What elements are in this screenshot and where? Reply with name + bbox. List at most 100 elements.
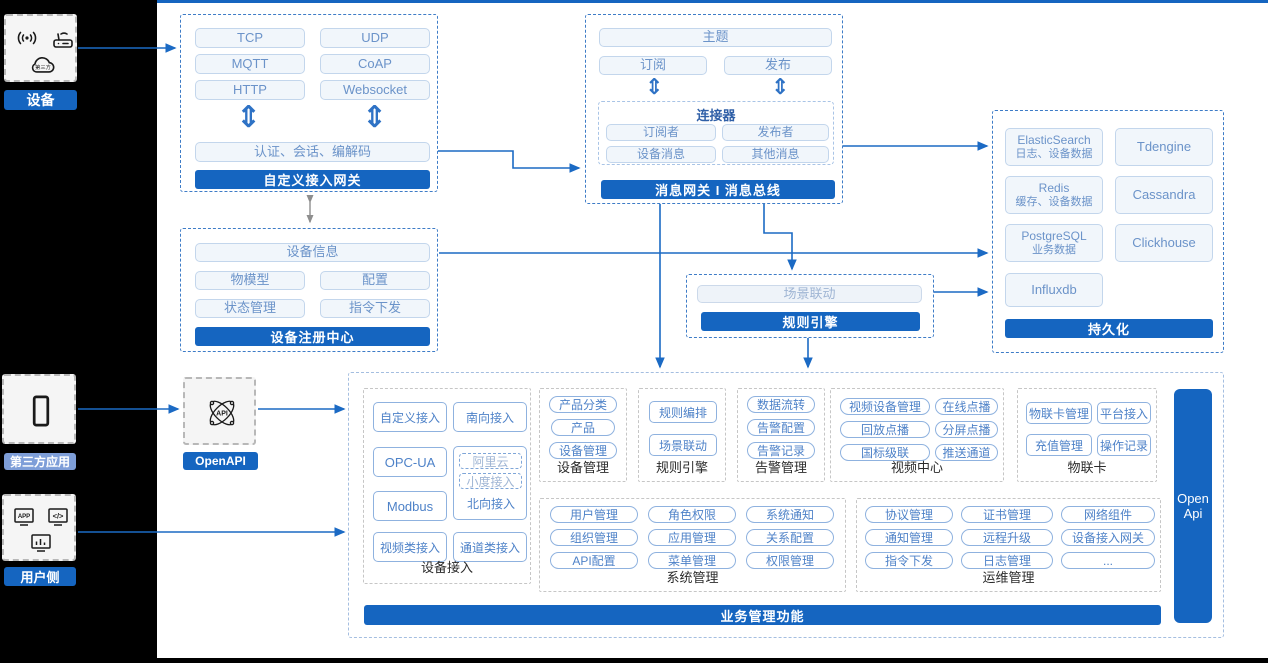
system-pill: API配置 [550,552,638,569]
app-icon: APP [12,506,36,528]
ops-pill: 证书管理 [961,506,1053,523]
svg-text:API: API [216,411,228,418]
section-label: 规则引擎 [655,460,708,475]
system-pill: 权限管理 [746,552,834,569]
protocol-pill: CoAP [320,54,430,74]
alarm-pill: 数据流转 [747,396,815,413]
protocol-pill: MQTT [195,54,305,74]
device-registry-box: 设备信息 物模型 配置 状态管理 指令下发 设备注册中心 [180,228,438,352]
system-pill: 应用管理 [648,529,736,546]
ops-pill: 远程升级 [961,529,1053,546]
section-label: 设备接入 [420,560,473,575]
device-mgmt-pill: 设备管理 [549,442,617,459]
store-pill: Influxdb [1005,273,1103,307]
connector-title: 连接器 [696,108,736,123]
ops-pill: 日志管理 [961,552,1053,569]
card-pill: 物联卡管理 [1026,402,1092,424]
section-device-access: 自定义接入 南向接入 OPC-UA 阿里云 小度接入 北向接入 Modbus 视… [363,388,531,584]
code-icon: </> [46,506,70,528]
openapi-label: OpenAPI [183,452,258,470]
dashboard-icon [29,532,53,556]
store-name: PostgreSQL [1021,228,1087,243]
third-party-cloud-icon: 第三方 [28,52,58,78]
access-pill: 南向接入 [453,402,527,432]
updown-arrow-icon: ⇕ [362,100,388,135]
topic-pill: 主题 [599,28,832,47]
section-ops: 协议管理 证书管理 网络组件 通知管理 远程升级 设备接入网关 指令下发 日志管… [856,498,1161,592]
rule-pill: 规则编排 [649,401,717,423]
user-rail-label: 用户侧 [4,567,76,586]
access-pill: OPC-UA [373,447,447,477]
device-mgmt-pill: 产品 [551,419,615,436]
subscribe-pill: 订阅 [599,56,707,75]
section-system: 用户管理 角色权限 系统通知 组织管理 应用管理 关系配置 API配置 菜单管理… [539,498,846,592]
rule-pill: 场景联动 [649,434,717,456]
section-label: 告警管理 [754,460,807,475]
ops-pill: 网络组件 [1061,506,1155,523]
connector-item: 发布者 [722,124,829,141]
card-pill: 操作记录 [1097,434,1151,456]
connector-item: 设备消息 [606,146,716,163]
protocol-pill: Websocket [320,80,430,100]
section-label: 设备管理 [556,460,609,475]
scene-linkage-pill: 场景联动 [697,285,922,303]
persistence-title-bar: 持久化 [1005,319,1213,338]
openapi-box: API [183,377,256,445]
section-label: 运维管理 [982,570,1035,585]
card-pill: 充值管理 [1026,434,1092,456]
access-pill: Modbus [373,491,447,521]
ops-pill: ... [1061,552,1155,569]
north-sub-pill: 阿里云 [459,453,522,469]
section-rule-engine: 规则编排 场景联动 规则引擎 [638,388,726,482]
video-pill: 分屏点播 [935,421,998,438]
store-pill: Tdengine [1115,128,1213,166]
store-desc: 业务数据 [1032,243,1076,256]
protocol-pill: HTTP [195,80,305,100]
registry-pill: 状态管理 [195,299,305,318]
north-access-group: 阿里云 小度接入 北向接入 [453,446,527,520]
section-iot-card: 物联卡管理 平台接入 充值管理 操作记录 物联卡 [1017,388,1157,482]
section-video: 视频设备管理 在线点播 回放点播 分屏点播 国标级联 推送通道 视频中心 [830,388,1004,482]
video-pill: 视频设备管理 [840,398,930,415]
video-pill: 回放点播 [840,421,930,438]
north-sub-pill: 小度接入 [459,473,522,489]
connector-item: 订阅者 [606,124,716,141]
device-info-pill: 设备信息 [195,243,430,262]
system-pill: 组织管理 [550,529,638,546]
third-party-rail-label: 第三方应用 [4,453,76,470]
user-side-box: APP </> [2,494,76,561]
section-alarm: 数据流转 告警配置 告警记录 告警管理 [737,388,825,482]
north-access-label: 北向接入 [466,497,515,511]
store-pill: Cassandra [1115,176,1213,214]
alarm-pill: 告警配置 [747,419,815,436]
access-pill: 通道类接入 [453,532,527,562]
rule-engine-box: 场景联动 规则引擎 [686,274,934,338]
auth-session-codec-pill: 认证、会话、编解码 [195,142,430,162]
video-pill: 国标级联 [840,444,930,461]
device-mgmt-pill: 产品分类 [549,396,617,413]
persistence-box: ElasticSearch 日志、设备数据 Tdengine Redis 缓存、… [992,110,1224,353]
store-name: Clickhouse [1132,234,1196,250]
video-pill: 在线点播 [935,398,998,415]
updown-arrow-icon: ⇕ [645,75,664,100]
registry-pill: 配置 [320,271,430,290]
device-rail-label: 设备 [4,90,77,110]
access-pill: 视频类接入 [373,532,447,562]
protocol-pill: TCP [195,28,305,48]
protocol-pill: UDP [320,28,430,48]
third-party-box [2,374,76,444]
ops-pill: 协议管理 [865,506,953,523]
store-name: Cassandra [1132,186,1196,202]
updown-arrow-icon: ⇕ [771,75,790,100]
ops-pill: 通知管理 [865,529,953,546]
registry-pill: 物模型 [195,271,305,290]
store-name: Influxdb [1031,281,1077,297]
custom-gateway-box: TCP UDP MQTT CoAP HTTP Websocket ⇕ ⇕ 认证、… [180,14,438,192]
api-icon: API [202,394,242,432]
publish-pill: 发布 [724,56,832,75]
store-name: Tdengine [1136,138,1192,154]
system-pill: 菜单管理 [648,552,736,569]
section-device-mgmt: 产品分类 产品 设备管理 设备管理 [539,388,627,482]
system-pill: 用户管理 [550,506,638,523]
